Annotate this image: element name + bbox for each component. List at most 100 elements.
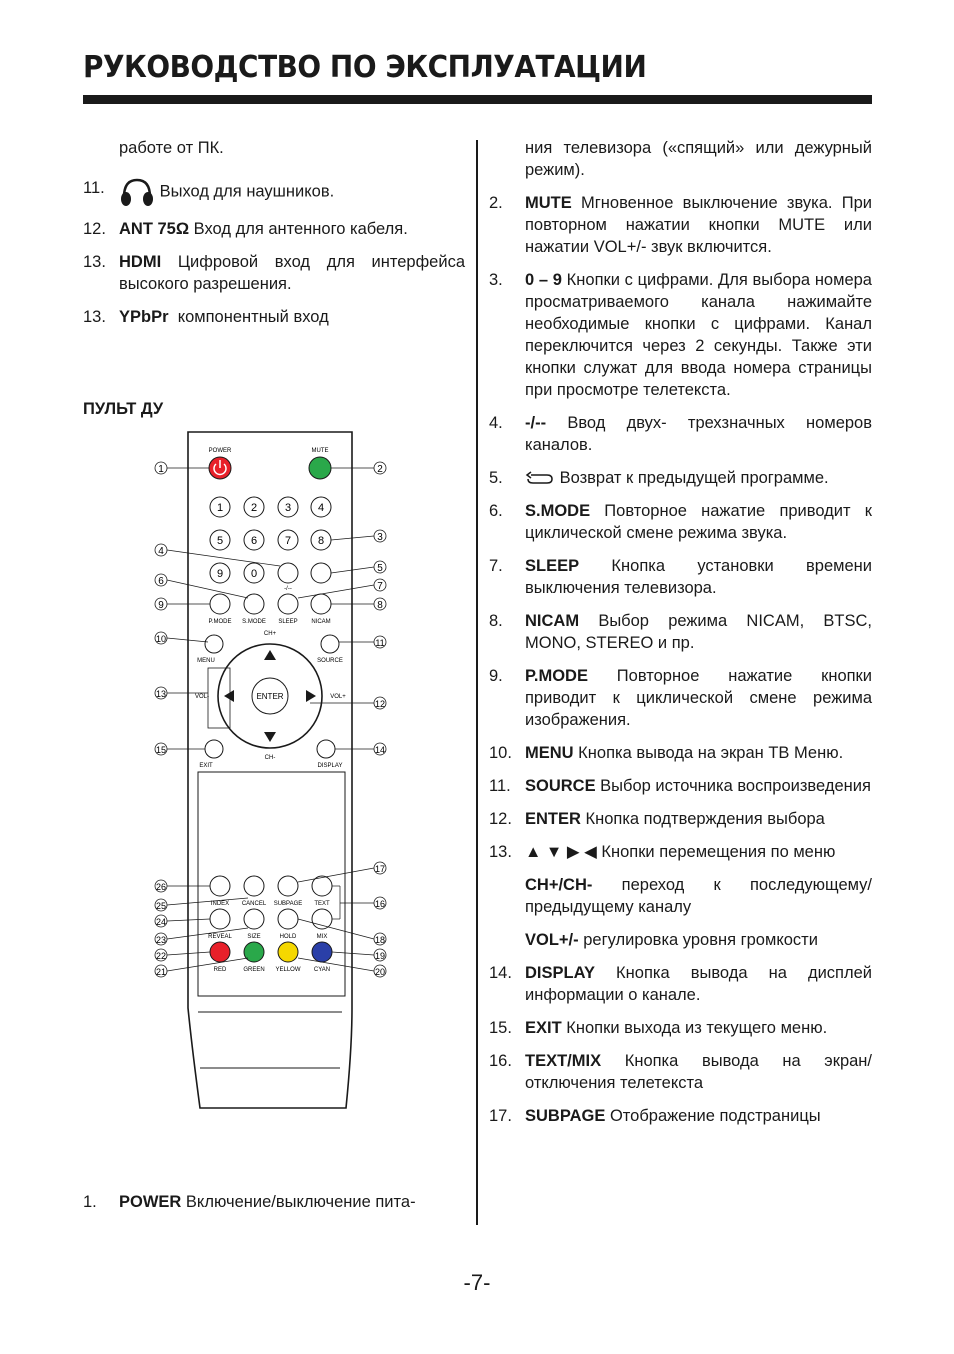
callout-21: 21 — [156, 967, 166, 977]
reveal-button[interactable] — [209, 908, 231, 930]
column-divider — [476, 140, 478, 1225]
cancel-button[interactable] — [243, 875, 265, 897]
list-item: 16.TEXT/MIX Кнопка вывода на экран/отклю… — [489, 1050, 872, 1094]
callout-20: 20 — [375, 967, 385, 977]
item-key: SOURCE — [525, 777, 596, 795]
list-item: 17.SUBPAGE Отображение подстраницы — [489, 1105, 872, 1127]
item-number: 12. — [83, 220, 106, 238]
callout-10: 10 — [156, 634, 166, 644]
sleep-button[interactable] — [277, 593, 299, 615]
digit-label: 1 — [217, 502, 223, 514]
callout-25: 25 — [156, 901, 166, 911]
item-number: 14. — [489, 964, 512, 982]
nicam-button[interactable] — [310, 593, 332, 615]
digit-button-6[interactable] — [243, 529, 265, 551]
list-item: 12.ENTER Кнопка подтверждения выбора — [489, 808, 872, 830]
left-continuation: работе от ПК. — [119, 139, 224, 157]
item-text: регулировка уровня громкости — [578, 931, 818, 949]
recall-button[interactable] — [310, 562, 332, 584]
menu-button[interactable] — [204, 634, 224, 654]
size-label: SIZE — [247, 934, 260, 940]
item-number: 7. — [489, 557, 503, 575]
callout-5: 5 — [377, 563, 383, 574]
item-key: HDMI — [119, 253, 162, 271]
item-number: 6. — [489, 502, 503, 520]
item-key: VOL+/- — [525, 931, 579, 949]
callout-24: 24 — [156, 917, 166, 927]
item-key: CH+/CH- — [525, 876, 593, 894]
digit-button-1[interactable] — [209, 496, 231, 518]
digit-button-0[interactable] — [243, 562, 265, 584]
digit-label: 6 — [251, 535, 257, 547]
item-number: 9. — [489, 667, 503, 685]
down-arrow-icon — [264, 732, 276, 742]
callout-26: 26 — [156, 882, 166, 892]
mute-button[interactable] — [308, 456, 332, 480]
enter-label: ENTER — [256, 692, 283, 701]
exit-label: EXIT — [199, 763, 213, 769]
item-key: S.MODE — [525, 502, 591, 520]
item-key: EXIT — [525, 1019, 562, 1037]
hold-button[interactable] — [277, 908, 299, 930]
callout-1: 1 — [158, 464, 164, 475]
yellow-button[interactable] — [277, 941, 299, 963]
callout-7: 7 — [377, 581, 383, 592]
smode-button[interactable] — [243, 593, 265, 615]
list-item: 11. Выход для наушников. — [83, 177, 465, 207]
digit-button-7[interactable] — [277, 529, 299, 551]
callout-23: 23 — [156, 935, 166, 945]
red-label: RED — [214, 967, 227, 973]
item-number: 15. — [489, 1019, 512, 1037]
list-item: 8. NICAM Выбор режима NICAM, BTSC, MONO, … — [489, 610, 872, 654]
size-button[interactable] — [243, 908, 265, 930]
item-text: Выход для наушников. — [159, 182, 335, 201]
sub-item: CH+/CH- переход к последующему/ предыдущ… — [489, 874, 872, 918]
hold-label: HOLD — [280, 934, 297, 940]
digit-button-2[interactable] — [243, 496, 265, 518]
list-item: 1. POWER Включение/выключение пита- — [83, 1191, 465, 1213]
mix-label: MIX — [317, 934, 328, 940]
callout-14: 14 — [375, 745, 385, 755]
item-key: NICAM — [525, 612, 580, 630]
source-button[interactable] — [320, 634, 340, 654]
callout-11: 11 — [375, 638, 384, 648]
left-column: работе от ПК. 11. Выход для наушников. 1… — [83, 137, 465, 339]
header-rule — [83, 95, 872, 104]
digit-button-4[interactable] — [310, 496, 332, 518]
item-number: 12. — [489, 810, 512, 828]
subpage-button[interactable] — [277, 875, 299, 897]
list-item: 10.MENU Кнопка вывода на экран ТВ Меню. — [489, 742, 872, 764]
digit-label: 4 — [318, 502, 324, 514]
callout-17: 17 — [375, 864, 385, 874]
text-label: TEXT — [314, 901, 330, 907]
pmode-button[interactable] — [209, 593, 231, 615]
cyan-label: CYAN — [314, 967, 330, 973]
exit-button[interactable] — [204, 739, 224, 759]
item-text: Выбор режима NICAM, BTSC, MONO, STEREO и… — [525, 612, 872, 652]
item-key: P.MODE — [525, 667, 588, 685]
index-label: INDEX — [211, 901, 229, 907]
dash-button[interactable] — [277, 562, 299, 584]
item-text: Кнопка подтверждения выбора — [580, 810, 825, 828]
display-label: DISPLAY — [318, 763, 343, 769]
index-button[interactable] — [209, 875, 231, 897]
list-item: 2.MUTE Мгновенное выключение звука. При … — [489, 192, 872, 258]
digit-button-3[interactable] — [277, 496, 299, 518]
digit-button-5[interactable] — [209, 529, 231, 551]
red-button[interactable] — [209, 941, 231, 963]
mix-button[interactable] — [311, 908, 333, 930]
green-button[interactable] — [243, 941, 265, 963]
item-number: 8. — [489, 612, 503, 630]
dash-label: -/-- — [284, 586, 292, 592]
item-text: Цифровой вход для интерфейса высокого ра… — [119, 253, 465, 293]
right-arrow-icon — [306, 690, 316, 702]
list-item: 13. YPbPr компонентный вход — [83, 306, 465, 328]
digit-label: 3 — [285, 502, 291, 514]
item-key: DISPLAY — [525, 964, 595, 982]
display-button[interactable] — [316, 739, 336, 759]
digit-button-9[interactable] — [209, 562, 231, 584]
item-text: Отображение подстраницы — [605, 1107, 821, 1125]
callout-6: 6 — [158, 576, 164, 587]
enter-button[interactable] — [251, 677, 289, 715]
cyan-button[interactable] — [311, 941, 333, 963]
